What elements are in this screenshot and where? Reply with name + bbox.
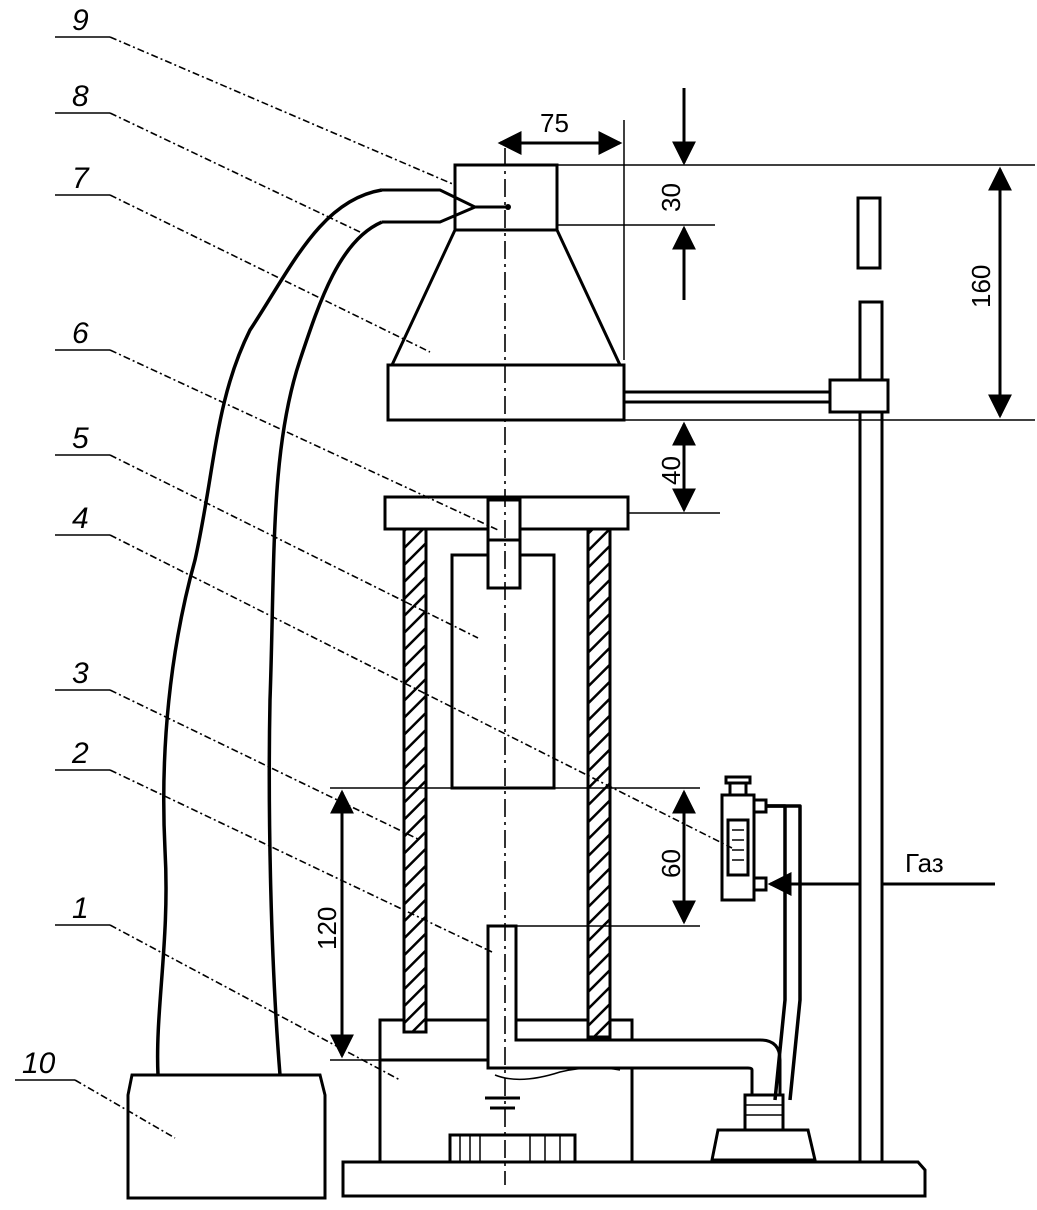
label-8-text: 8 bbox=[72, 80, 89, 113]
dimension-60: 60 bbox=[330, 787, 700, 927]
label-4-text: 4 bbox=[72, 502, 89, 535]
label-3-text: 3 bbox=[72, 657, 89, 690]
dimension-120: 120 bbox=[312, 789, 404, 1061]
thermocouple-wires bbox=[155, 188, 383, 1076]
dimension-160: 160 bbox=[624, 166, 1035, 421]
base-plate bbox=[341, 1160, 927, 1198]
label-2-text: 2 bbox=[71, 737, 89, 770]
dim-160-label: 160 bbox=[966, 265, 996, 308]
label-1-text: 1 bbox=[72, 892, 89, 925]
dimension-40: 40 bbox=[628, 421, 720, 514]
gas-regulator bbox=[710, 1093, 817, 1162]
dim-120-label: 120 bbox=[312, 907, 342, 950]
label-10-text: 10 bbox=[22, 1047, 56, 1080]
thermocouple bbox=[382, 188, 511, 224]
exhaust-hood bbox=[386, 163, 626, 422]
dim-40-label: 40 bbox=[656, 456, 686, 485]
dimension-75: 75 bbox=[497, 108, 625, 360]
dim-60-label: 60 bbox=[656, 849, 686, 878]
dimension-30: 30 bbox=[557, 88, 1035, 300]
label-3: 3 bbox=[55, 657, 421, 841]
label-4: 4 bbox=[55, 502, 733, 849]
label-1: 1 bbox=[55, 892, 401, 1081]
label-7-text: 7 bbox=[72, 162, 90, 195]
stand-rod bbox=[622, 196, 890, 1164]
label-6-text: 6 bbox=[72, 317, 89, 350]
label-10: 10 bbox=[15, 1047, 176, 1139]
label-6: 6 bbox=[55, 317, 499, 531]
meter-box bbox=[126, 1073, 327, 1200]
flowmeter bbox=[720, 775, 802, 1101]
label-9-text: 9 bbox=[72, 4, 89, 37]
gas-label: Газ bbox=[905, 848, 944, 878]
specimen bbox=[450, 538, 556, 790]
label-7: 7 bbox=[55, 162, 431, 353]
label-9: 9 bbox=[55, 4, 456, 186]
label-2: 2 bbox=[55, 737, 493, 953]
label-5: 5 bbox=[55, 422, 479, 639]
dim-75-label: 75 bbox=[540, 108, 569, 138]
label-8: 8 bbox=[55, 80, 361, 233]
label-5-text: 5 bbox=[72, 422, 89, 455]
dim-30-label: 30 bbox=[656, 183, 686, 212]
